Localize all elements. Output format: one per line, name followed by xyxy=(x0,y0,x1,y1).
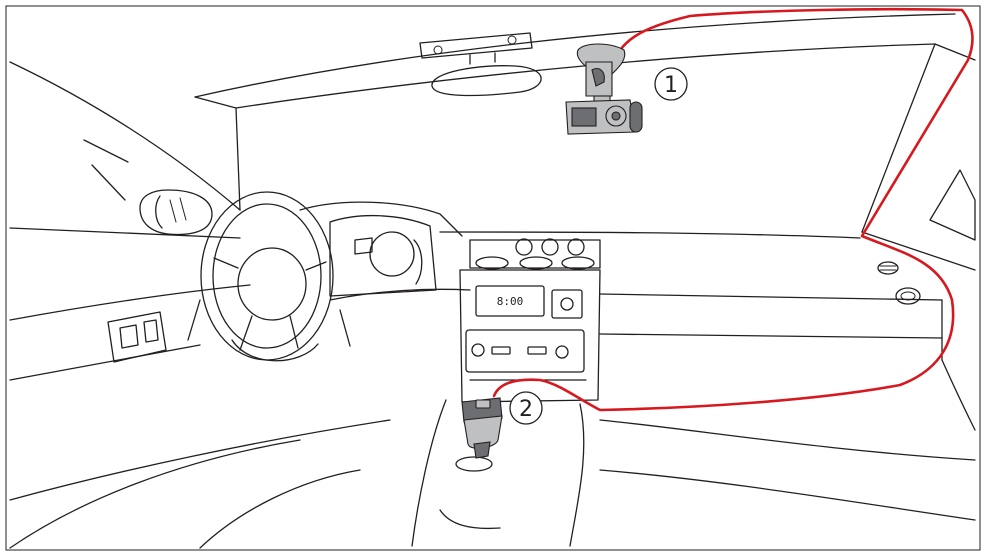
car-charger xyxy=(461,397,503,459)
callout-2: 2 xyxy=(509,391,543,425)
instrument-cluster xyxy=(299,201,463,297)
steering-wheel xyxy=(187,191,351,362)
center-console xyxy=(411,269,601,547)
figure-border xyxy=(5,5,981,551)
rearview-mirror xyxy=(419,32,542,97)
callout-2-circle xyxy=(509,391,543,425)
dash-camera xyxy=(565,43,643,135)
callout-2-label: 2 xyxy=(519,397,533,422)
right-door xyxy=(861,43,976,431)
clock-display: 8:00 xyxy=(497,295,524,308)
callout-1-label: 1 xyxy=(664,73,678,98)
callout-1-circle xyxy=(654,67,688,101)
left-door xyxy=(9,61,251,381)
callout-1: 1 xyxy=(654,67,688,101)
power-cable xyxy=(492,7,974,412)
front-seats xyxy=(9,419,976,549)
dashboard xyxy=(329,231,943,361)
